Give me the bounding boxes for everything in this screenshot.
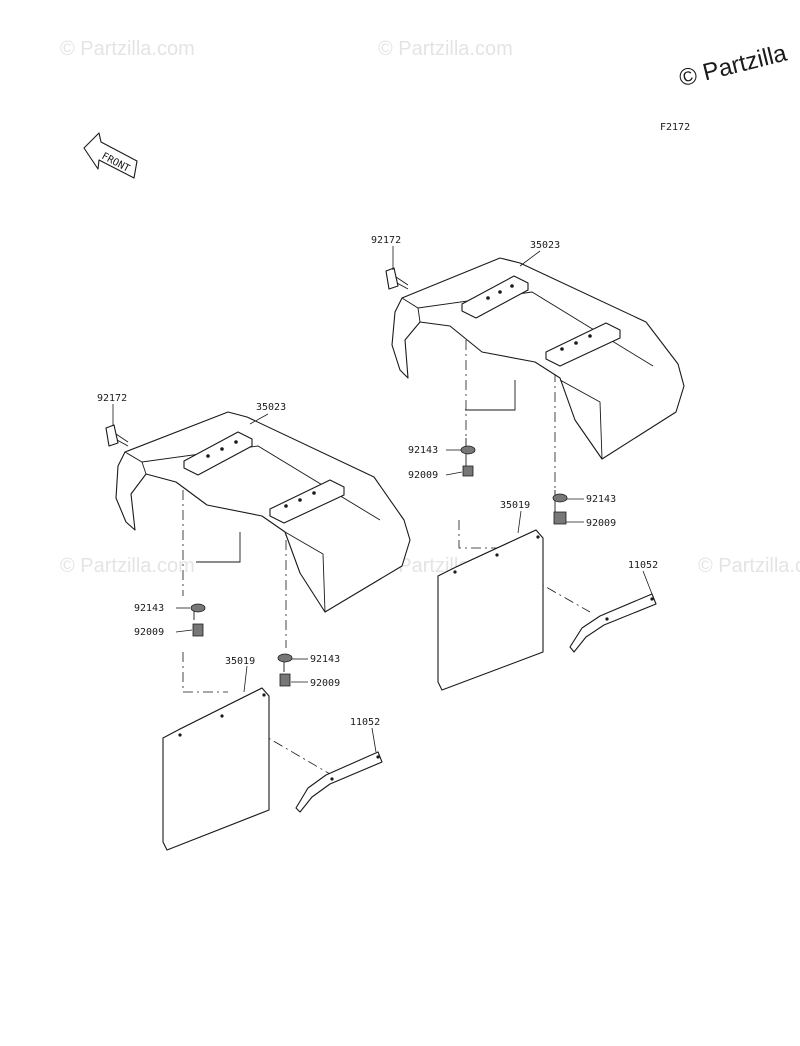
callout-92009: 92009 xyxy=(310,678,340,689)
rear-fender-right xyxy=(391,257,685,460)
callout-35023: 35023 xyxy=(256,402,286,413)
washer-92143 xyxy=(277,653,293,663)
callout-11052: 11052 xyxy=(350,717,380,728)
mud-flap-left xyxy=(162,687,270,851)
watermark-text: © Partzilla.com xyxy=(60,38,195,60)
watermark-text: © Partzilla.com xyxy=(60,555,195,577)
callout-92009: 92009 xyxy=(586,518,616,529)
callout-92143: 92143 xyxy=(134,603,164,614)
mud-flap-right xyxy=(437,529,544,691)
right-fender-assembly: 92172 35023 92143 92009 92143 92009 3501… xyxy=(371,235,685,691)
bolt-92172-right xyxy=(385,267,409,290)
callout-35023: 35023 xyxy=(530,240,560,251)
callout-11052: 11052 xyxy=(628,560,658,571)
washer-92143 xyxy=(552,493,568,503)
bolt-92009 xyxy=(553,511,567,525)
bracket-left xyxy=(295,751,383,813)
callout-35019: 35019 xyxy=(225,656,255,667)
bracket-right xyxy=(569,593,657,653)
callout-92172: 92172 xyxy=(371,235,401,246)
callout-35019: 35019 xyxy=(500,500,530,511)
callout-92009: 92009 xyxy=(408,470,438,481)
left-fender-assembly: 92172 35023 92143 92009 92143 92009 3501… xyxy=(97,393,411,851)
callout-92009: 92009 xyxy=(134,627,164,638)
bolt-92009 xyxy=(192,623,204,637)
bolt-92009 xyxy=(279,673,291,687)
rear-fender-left xyxy=(115,411,411,613)
callout-92143: 92143 xyxy=(586,494,616,505)
callout-92172: 92172 xyxy=(97,393,127,404)
bolt-92172-left xyxy=(105,424,129,447)
callout-92143: 92143 xyxy=(310,654,340,665)
watermark-text: © Partzilla.com xyxy=(698,555,800,577)
watermark-text: © Partzilla.com xyxy=(378,38,513,60)
front-direction-arrow: FRONT xyxy=(83,132,138,179)
figure-code: F2172 xyxy=(660,122,690,133)
washer-92143 xyxy=(460,445,476,455)
bolt-92009 xyxy=(462,465,474,477)
copyright-watermark: © Partzilla xyxy=(676,39,790,92)
callout-92143: 92143 xyxy=(408,445,438,456)
washer-92143 xyxy=(190,603,206,613)
